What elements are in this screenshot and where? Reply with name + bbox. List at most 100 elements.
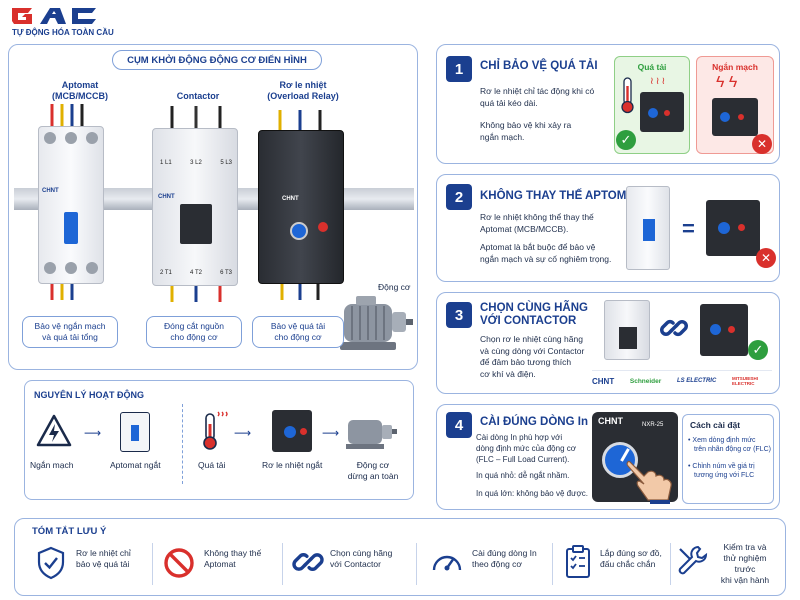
overload-relay-dial bbox=[290, 222, 308, 240]
mcb-small-icon bbox=[120, 412, 150, 452]
check-icon: ✓ bbox=[616, 130, 636, 150]
overload-relay-reset bbox=[318, 222, 328, 232]
brand-schneider-logo: Schneider bbox=[629, 377, 662, 385]
motor-small-icon bbox=[346, 420, 397, 449]
overload-relay-device bbox=[258, 130, 344, 284]
lightning-icon: ϟ ϟ bbox=[716, 74, 738, 91]
equals-sign: = bbox=[682, 216, 695, 241]
principle-step-overload: Quá tải bbox=[198, 460, 226, 470]
principle-step-short-circuit: Ngắn mạch bbox=[30, 460, 74, 470]
mcb-image bbox=[626, 186, 670, 270]
arrow-right-icon: ⟶ bbox=[84, 426, 102, 440]
setting-guide-title: Cách cài đặt bbox=[690, 420, 741, 430]
gauge-icon bbox=[432, 555, 462, 571]
principle-step-relay-trip: Rơ le nhiệt ngắt bbox=[262, 460, 323, 470]
thermometer-icon bbox=[203, 411, 228, 450]
overload-relay-brand: CHNT bbox=[282, 196, 299, 202]
link-icon bbox=[292, 553, 324, 571]
tip-2-number: 2 bbox=[446, 184, 472, 210]
tip-2-title: KHÔNG THAY THẾ APTOMAT bbox=[480, 190, 641, 202]
relay-image bbox=[700, 304, 748, 356]
wires-top bbox=[50, 104, 322, 302]
mcb-toggle bbox=[64, 212, 78, 244]
mcb-terminals-top bbox=[44, 132, 98, 146]
relay-image bbox=[706, 200, 760, 256]
summary-divider bbox=[152, 543, 153, 585]
relay-closeup-brand: CHNT bbox=[598, 416, 623, 426]
current-dial-icon bbox=[602, 442, 638, 478]
prohibited-icon bbox=[164, 548, 194, 578]
brand-tagline: TỰ ĐỘNG HÓA TOÀN CẦU bbox=[12, 28, 114, 37]
summary-divider bbox=[282, 543, 283, 585]
tip-4-number: 4 bbox=[446, 412, 472, 438]
operating-principle-title: NGUYÊN LÝ HOẠT ĐỘNG bbox=[34, 390, 145, 400]
motor-label: Động cơ bbox=[378, 282, 411, 292]
tip-1-number: 1 bbox=[446, 56, 472, 82]
brand-mitsubishi-logo: MITSUBISHI ELECTRIC bbox=[731, 376, 758, 386]
tip-1-title: CHỈ BẢO VỆ QUÁ TẢI bbox=[480, 60, 598, 72]
check-icon: ✓ bbox=[748, 340, 768, 360]
starter-assembly-title: CỤM KHỞI ĐỘNG ĐỘNG CƠ ĐIỂN HÌNH bbox=[127, 54, 307, 66]
tip-4-small-warning: In quá nhỏ: dễ ngắt nhầm. bbox=[476, 471, 570, 480]
setting-guide-card bbox=[682, 414, 774, 504]
heat-waves-icon: ≀≀≀ bbox=[650, 76, 668, 87]
hand-pointer-icon bbox=[626, 460, 672, 504]
relay-bad-image bbox=[712, 98, 758, 136]
contactor-window bbox=[180, 204, 212, 244]
device-label-contactor: Contactor bbox=[176, 91, 220, 101]
arrow-right-icon: ⟶ bbox=[234, 426, 252, 440]
summary-divider bbox=[552, 543, 553, 585]
brand-ls-logo: LS ELECTRIC bbox=[676, 378, 717, 384]
short-circuit-bad-label: Ngắn mạch bbox=[712, 62, 758, 72]
brand-logos-row: CHNT Schneider LS ELECTRIC MITSUBISHI EL… bbox=[592, 370, 772, 388]
mcb-device bbox=[38, 126, 104, 284]
principle-step-mcb-trip: Aptomat ngắt bbox=[110, 460, 161, 470]
cross-icon: ✕ bbox=[756, 248, 776, 268]
summary-title: TÓM TẮT LƯU Ý bbox=[32, 526, 107, 537]
summary-divider bbox=[416, 543, 417, 585]
cross-icon: ✕ bbox=[752, 134, 772, 154]
mcb-brand: CHNT bbox=[42, 188, 59, 194]
arrow-right-icon: ⟶ bbox=[322, 426, 340, 440]
tip-4-large-warning: In quá lớn: không bảo vệ được. bbox=[476, 489, 588, 498]
principle-divider bbox=[182, 404, 183, 484]
summary-divider bbox=[670, 543, 671, 585]
motor-icon bbox=[340, 296, 413, 350]
overload-relay-small-icon bbox=[272, 410, 312, 452]
mcb-terminals-bottom bbox=[44, 262, 98, 276]
relay-closeup-image: CHNT NXR-25 bbox=[592, 412, 678, 502]
link-icon bbox=[660, 319, 688, 337]
tools-icon bbox=[678, 545, 708, 575]
relay-ok-image bbox=[640, 92, 684, 132]
tip-3-number: 3 bbox=[446, 302, 472, 328]
summary-panel bbox=[14, 518, 786, 596]
device-label-mcb: Aptomat (MCB/MCCB) bbox=[52, 80, 108, 101]
checklist-icon bbox=[566, 545, 590, 578]
relay-closeup-model: NXR-25 bbox=[642, 422, 664, 428]
device-label-overload-relay: Rơ le nhiệt (Overload Relay) bbox=[267, 80, 339, 101]
lightning-hazard-icon bbox=[36, 414, 72, 447]
overload-ok-label: Quá tải bbox=[637, 62, 667, 72]
summary-item-5: Lắp đúng sơ đồ,đấu chắc chắn bbox=[600, 548, 662, 569]
brand-chnt-logo: CHNT bbox=[592, 376, 615, 386]
thermometer-icon bbox=[621, 77, 634, 114]
contactor-image bbox=[604, 300, 650, 360]
